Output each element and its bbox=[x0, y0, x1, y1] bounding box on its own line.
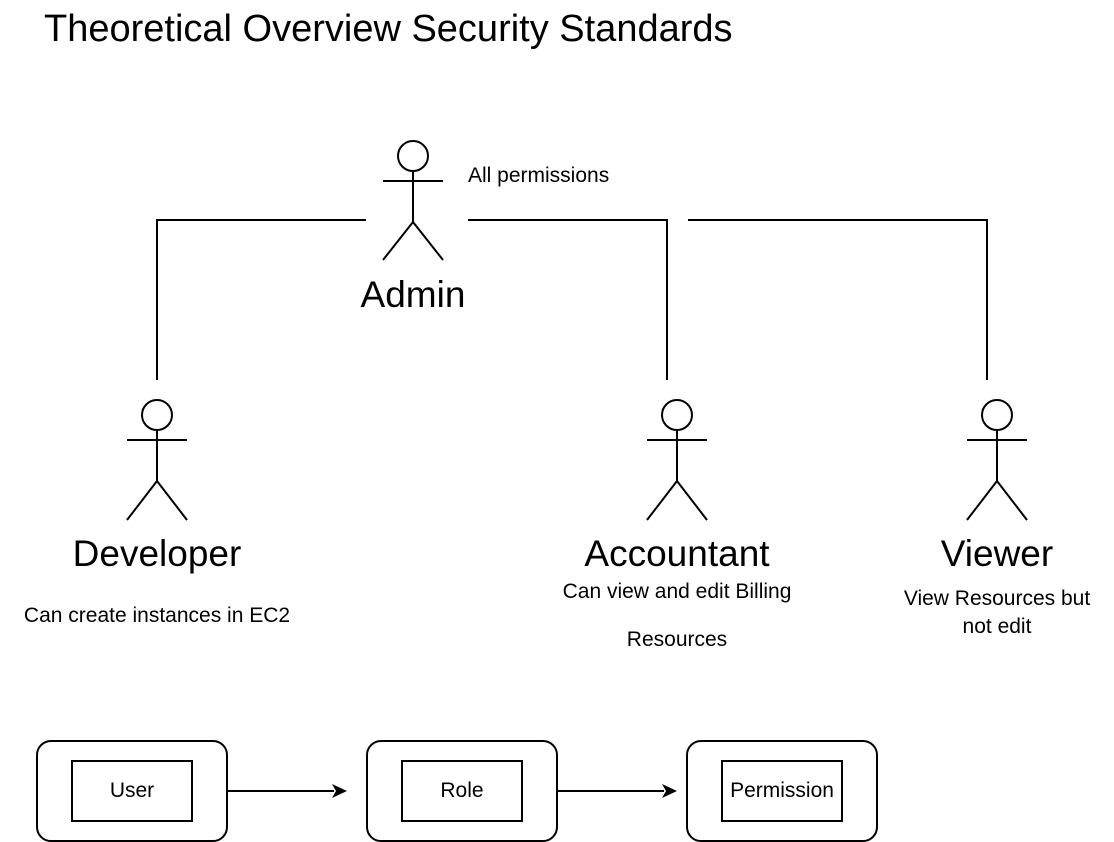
connector-admin-developer bbox=[156, 219, 366, 380]
user-inner-box bbox=[71, 760, 193, 822]
connector-admin-accountant bbox=[468, 219, 668, 380]
admin-name: Admin bbox=[360, 274, 466, 315]
accountant-description-line1: Can view and edit Billing bbox=[562, 580, 792, 603]
admin-description: All permissions bbox=[468, 164, 610, 187]
role-inner-box bbox=[401, 760, 523, 822]
developer-name: Developer bbox=[72, 533, 242, 574]
connector-admin-viewer bbox=[688, 219, 988, 380]
page-title: Theoretical Overview Security Standards bbox=[44, 8, 733, 50]
accountant-description-line2: Resources bbox=[626, 628, 728, 651]
viewer-description-line1: View Resources but bbox=[903, 587, 1091, 610]
role-label: Role bbox=[440, 779, 484, 802]
arrow-role-permission-head bbox=[662, 784, 677, 798]
developer-actor-icon bbox=[126, 399, 188, 521]
accountant-name: Accountant bbox=[584, 533, 770, 574]
viewer-description-line2: not edit bbox=[962, 615, 1032, 638]
user-label: User bbox=[109, 779, 155, 802]
viewer-name: Viewer bbox=[940, 533, 1054, 574]
permission-inner-box bbox=[721, 760, 843, 822]
admin-actor-icon bbox=[382, 140, 444, 261]
viewer-actor-icon bbox=[966, 399, 1028, 521]
permission-label: Permission bbox=[730, 779, 834, 802]
permission-outer-box bbox=[686, 740, 878, 842]
accountant-actor-icon bbox=[646, 399, 708, 521]
developer-description: Can create instances in EC2 bbox=[23, 604, 291, 627]
arrow-user-role-head bbox=[332, 784, 347, 798]
